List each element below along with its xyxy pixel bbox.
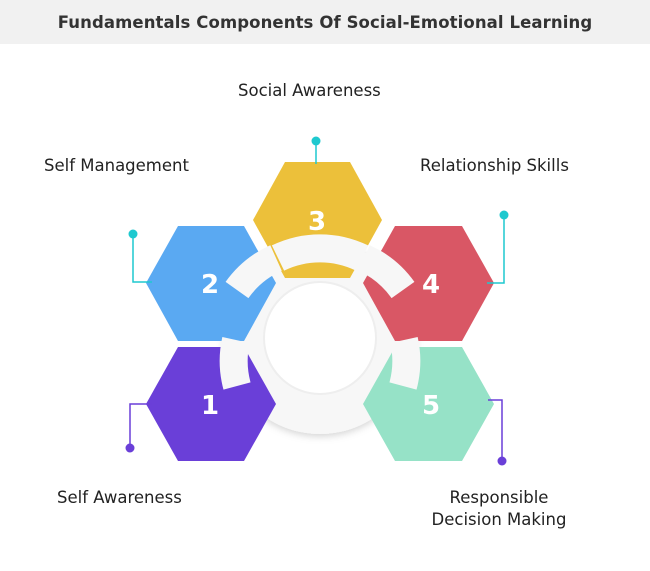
connector-2-dot [128, 229, 138, 239]
label-responsible-decision-making: Responsible Decision Making [420, 487, 578, 531]
connector-4 [487, 216, 505, 284]
ring-overlap-right-upper [357, 245, 415, 299]
label-responsible-line2: Decision Making [431, 510, 567, 529]
connector-3-dot [311, 136, 321, 146]
connector-5 [488, 399, 503, 460]
hexagon-5-number: 5 [422, 391, 440, 421]
label-social-awareness: Social Awareness [238, 81, 381, 100]
title-bar: Fundamentals Components Of Social-Emotio… [0, 0, 650, 44]
connector-2 [132, 235, 152, 283]
connector-1 [129, 403, 152, 447]
hexagon-1-number: 1 [201, 391, 219, 421]
center-ring-inner [264, 282, 376, 394]
hexagon-4 [363, 226, 494, 341]
label-self-awareness: Self Awareness [57, 488, 182, 507]
ring-overlap-left-upper [225, 245, 283, 299]
ring-overlap-top [271, 234, 369, 271]
center-ring-inner-edge [263, 281, 377, 395]
connector-1-dot [125, 443, 135, 453]
label-responsible-line1: Responsible [449, 488, 549, 507]
hexagon-4-number: 4 [422, 270, 440, 300]
ring-overlap-left-lower [219, 336, 251, 390]
ring-overlap-right-lower [389, 336, 421, 390]
hexagon-3-number: 3 [308, 207, 326, 237]
label-self-management: Self Management [44, 156, 189, 175]
label-relationship-skills: Relationship Skills [420, 156, 569, 175]
connector-5-dot [497, 456, 507, 466]
diagram-title: Fundamentals Components Of Social-Emotio… [57, 12, 593, 32]
hexagon-2 [146, 226, 276, 341]
hexagon-2-number: 2 [201, 270, 219, 300]
connector-4-dot [499, 210, 509, 220]
